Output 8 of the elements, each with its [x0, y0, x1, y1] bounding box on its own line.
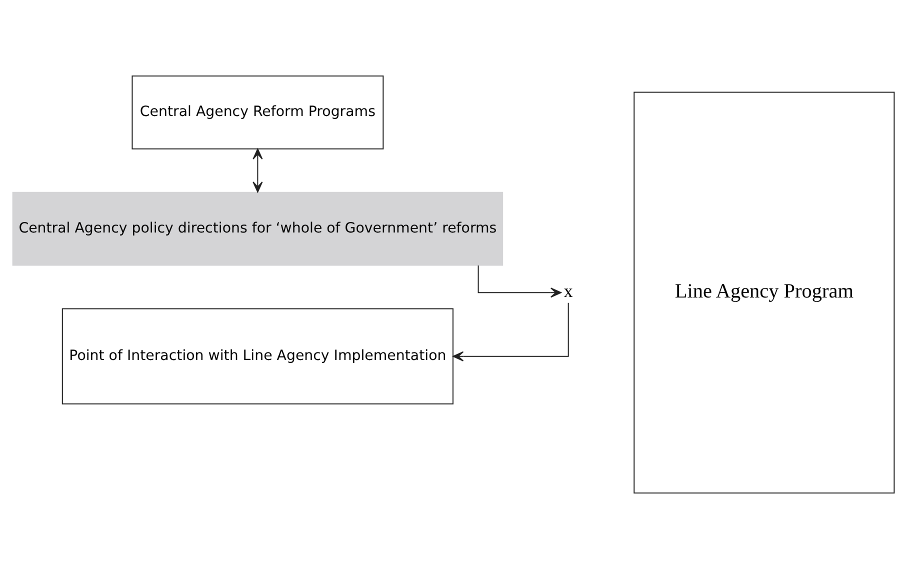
arrow	[452, 302, 569, 361]
arrow	[252, 148, 263, 192]
node-text: x	[564, 280, 573, 301]
node-box: Point of Interaction with Line Agency Implementation	[62, 308, 454, 404]
node-box: Central Agency Reform Programs	[132, 75, 384, 149]
arrow	[478, 265, 562, 298]
node-box: Central Agency policy directions for ‘whole of Government’ reforms	[12, 191, 504, 266]
node-box: Line Agency Program	[634, 91, 895, 493]
